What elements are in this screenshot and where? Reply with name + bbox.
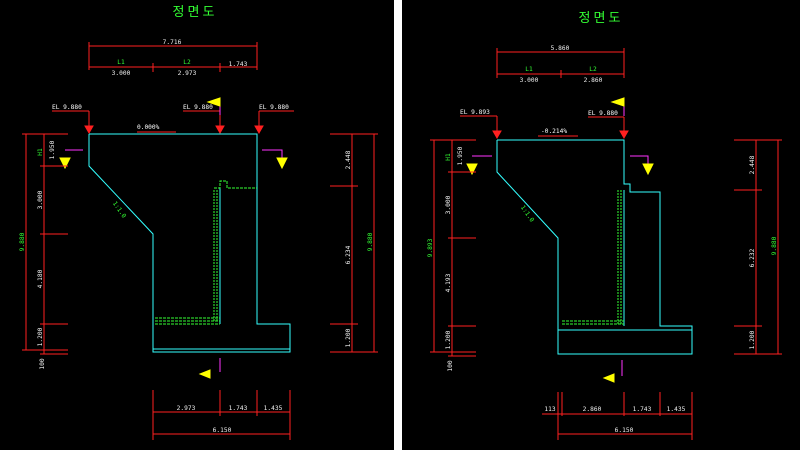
elevation-triangle-icon	[215, 125, 225, 135]
top-seg3-label: 1.743	[229, 61, 248, 68]
haunch-label: 1:1.0	[519, 204, 536, 223]
rebar-hatching	[155, 180, 257, 325]
L1-label: L1	[117, 59, 125, 66]
haunch-label: 1:1.0	[111, 200, 128, 219]
right-dim-2: 6.232	[749, 248, 756, 267]
right-dimensions: 2.448 6.232 1.200 9.880	[734, 139, 782, 355]
top-seg1-label: 3.000	[112, 70, 131, 77]
section-arrow-icon	[59, 157, 71, 170]
top-dimensions: 5.860 L1 L2 3.000 2.860	[496, 45, 625, 84]
elevation-triangle-icon	[492, 130, 502, 140]
right-total: 9.880	[771, 236, 778, 255]
drawing-panel-right: 정면도 5.860 L1 L2 3.000 2.860 EL 9.893 EL …	[402, 0, 800, 450]
top-seg2-label: 2.860	[584, 77, 603, 84]
el-mid-label: EL 9.880	[588, 110, 618, 117]
view-title: 정면도	[173, 5, 218, 20]
bot-seg2: 1.743	[633, 406, 652, 413]
el-left-label: EL 9.893	[460, 109, 490, 116]
right-dim-3: 1.200	[345, 328, 352, 347]
L2-label: L2	[183, 59, 191, 66]
left-dim-1: 1.950	[49, 140, 56, 159]
h1-label: H1	[445, 153, 452, 161]
bot-seg0: 113	[544, 406, 555, 413]
left-dim-3: 4.193	[445, 273, 452, 292]
left-total: 9.893	[427, 238, 434, 257]
right-dim-3: 1.200	[749, 330, 756, 349]
top-seg1-label: 3.000	[520, 77, 539, 84]
left-dim-2: 3.000	[37, 190, 44, 209]
left-bottom: 100	[39, 358, 46, 369]
front-view-right: 정면도 5.860 L1 L2 3.000 2.860 EL 9.893 EL …	[427, 11, 782, 440]
section-arrow-icon	[610, 97, 625, 107]
top-total-label: 5.860	[551, 45, 570, 52]
left-bottom: 100	[447, 360, 454, 371]
elevation-markers: EL 9.893 EL 9.880 -0.214%	[460, 109, 629, 140]
bot-seg3: 1.435	[667, 406, 686, 413]
bottom-dimensions: 113 2.860 1.743 1.435 6.150	[542, 392, 693, 440]
top-dimensions: 7.716 L1 L2 3.000 2.973 1.743	[88, 39, 258, 77]
top-seg2-label: 2.973	[178, 70, 197, 77]
right-dimensions: 2.448 6.234 1.200 9.880	[330, 133, 378, 353]
section-arrow-icon	[602, 373, 615, 383]
el-mid-label: EL 9.880	[183, 104, 213, 111]
bot-total: 6.150	[615, 427, 634, 434]
el-left-label: EL 9.880	[52, 104, 82, 111]
right-dim-1: 2.448	[345, 150, 352, 169]
h1-label: H1	[37, 148, 44, 156]
left-dim-1: 1.950	[457, 146, 464, 165]
left-dim-4: 1.200	[37, 327, 44, 346]
left-total: 9.880	[19, 232, 26, 251]
section-arrow-icon	[466, 163, 478, 176]
L2-label: L2	[589, 66, 597, 73]
bottom-dimensions: 2.973 1.743 1.435 6.150	[152, 390, 291, 440]
bot-seg3: 1.435	[264, 405, 283, 412]
section-arrow-icon	[642, 163, 654, 176]
rebar-hatching	[562, 190, 624, 325]
el-right-label: EL 9.880	[259, 104, 289, 111]
elevation-triangle-icon	[619, 130, 629, 140]
bot-total: 6.150	[213, 427, 232, 434]
L1-label: L1	[525, 66, 533, 73]
bot-seg1: 2.973	[177, 405, 196, 412]
drawing-panel-left: 정면도 7.716 L1 L2 3.000 2.973 1.743 EL 9.8…	[0, 0, 394, 450]
left-dim-3: 4.180	[37, 269, 44, 288]
slope-label: 0.000%	[137, 124, 160, 131]
left-dim-4: 1.200	[445, 330, 452, 349]
left-dimensions: H1 1.950 3.000 4.193 1.200 9.893 100	[427, 139, 476, 372]
section-markers	[59, 97, 288, 379]
right-dim-1: 2.448	[749, 155, 756, 174]
left-dim-2: 3.000	[445, 195, 452, 214]
elevation-triangle-icon	[254, 125, 264, 135]
bot-seg2: 1.743	[229, 405, 248, 412]
elevation-markers: EL 9.880 EL 9.880 EL 9.880 0.000%	[52, 104, 294, 135]
right-dim-2: 6.234	[345, 245, 352, 264]
section-markers	[466, 97, 654, 383]
section-arrow-icon	[198, 369, 211, 379]
structure-outline: 1:1.0	[88, 133, 291, 353]
top-total-label: 7.716	[163, 39, 182, 46]
section-arrow-icon	[276, 157, 288, 170]
view-title: 정면도	[579, 11, 624, 26]
structure-outline: 1:1.0	[496, 139, 693, 355]
section-arrow-icon	[206, 97, 221, 107]
front-view-left: 정면도 7.716 L1 L2 3.000 2.973 1.743 EL 9.8…	[19, 5, 378, 440]
bot-seg1: 2.860	[583, 406, 602, 413]
left-dimensions: H1 1.950 3.000 4.180 1.200 9.880 100	[19, 133, 68, 370]
right-total: 9.880	[367, 232, 374, 251]
slope-label: -0.214%	[541, 128, 567, 135]
elevation-triangle-icon	[84, 125, 94, 135]
